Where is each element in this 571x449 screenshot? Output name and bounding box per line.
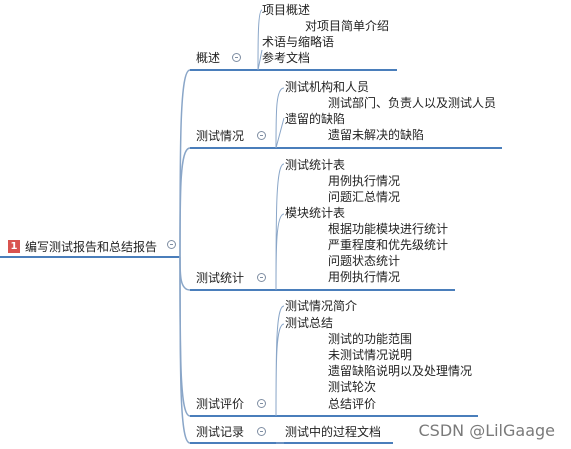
watermark-text: CSDN @LilGaage xyxy=(418,421,555,440)
node-remaining-defect-handling[interactable]: 遗留缺陷说明以及处理情况 xyxy=(328,364,473,378)
root-collapse-icon[interactable] xyxy=(167,240,176,249)
sub-connector-test-eval xyxy=(275,305,285,417)
node-process-docs[interactable]: 测试中的过程文档 xyxy=(285,425,382,439)
branch-test-records-label[interactable]: 测试记录 xyxy=(196,425,245,439)
node-issue-summary[interactable]: 问题汇总情况 xyxy=(328,190,401,204)
node-severity-priority-stats[interactable]: 严重程度和优先级统计 xyxy=(328,238,449,252)
branch-test-records-collapse-icon[interactable] xyxy=(257,427,266,436)
node-test-org-staff[interactable]: 测试机构和人员 xyxy=(285,80,370,94)
node-remaining-defects[interactable]: 遗留的缺陷 xyxy=(285,112,346,126)
node-test-stats-table[interactable]: 测试统计表 xyxy=(285,158,346,172)
node-project-overview[interactable]: 项目概述 xyxy=(262,3,311,17)
branch-overview-collapse-icon[interactable] xyxy=(232,53,241,62)
branch-test-stats-label[interactable]: 测试统计 xyxy=(196,271,245,285)
branch-test-status-label[interactable]: 测试情况 xyxy=(196,129,245,143)
node-test-summary-intro[interactable]: 测试情况简介 xyxy=(285,299,358,313)
branch-test-eval-label[interactable]: 测试评价 xyxy=(196,397,245,411)
connector-test-stats xyxy=(179,256,191,291)
connector-test-records xyxy=(179,256,191,444)
node-overall-evaluation[interactable]: 总结评价 xyxy=(328,397,377,411)
sub-connector-test-stats xyxy=(275,163,285,291)
node-case-execution-2[interactable]: 用例执行情况 xyxy=(328,270,401,284)
node-module-stats-table[interactable]: 模块统计表 xyxy=(285,206,346,220)
branch-overview-label[interactable]: 概述 xyxy=(196,51,221,65)
node-issue-status-stats[interactable]: 问题状态统计 xyxy=(328,254,401,268)
node-untested-notes[interactable]: 未测试情况说明 xyxy=(328,348,413,362)
root-priority-badge: 1 xyxy=(8,240,20,253)
node-stats-by-module[interactable]: 根据功能模块进行统计 xyxy=(328,222,449,236)
root-node-label[interactable]: 编写测试报告和总结报告 xyxy=(25,240,158,254)
sub-connector-test-status xyxy=(275,87,285,149)
node-function-scope[interactable]: 测试的功能范围 xyxy=(328,332,413,346)
node-project-intro[interactable]: 对项目简单介绍 xyxy=(305,19,390,33)
node-case-execution[interactable]: 用例执行情况 xyxy=(328,174,401,188)
node-reference-docs[interactable]: 参考文档 xyxy=(262,51,311,65)
node-test-rounds[interactable]: 测试轮次 xyxy=(328,380,377,394)
node-terms-abbreviations[interactable]: 术语与缩略语 xyxy=(262,35,335,49)
connector-overview xyxy=(179,69,191,258)
branch-test-eval-collapse-icon[interactable] xyxy=(257,399,266,408)
node-unresolved-defects[interactable]: 遗留未解决的缺陷 xyxy=(328,128,425,142)
sub-connector-overview xyxy=(257,9,263,71)
node-test-summary[interactable]: 测试总结 xyxy=(285,316,334,330)
branch-test-stats-collapse-icon[interactable] xyxy=(257,273,266,282)
branch-test-status-collapse-icon[interactable] xyxy=(257,131,266,140)
node-test-dept-staff[interactable]: 测试部门、负责人以及测试人员 xyxy=(328,96,497,110)
connector-test-status xyxy=(179,147,191,258)
